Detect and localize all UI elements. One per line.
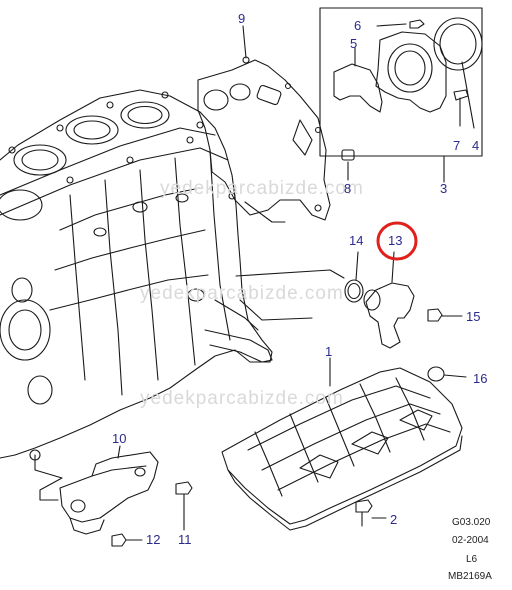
- watermark-text: yedekparcabizde.com: [140, 388, 344, 409]
- callout-1: 1: [325, 344, 333, 359]
- callout-6: 6: [354, 18, 362, 33]
- part-15-bolt: [427, 308, 463, 322]
- reference-code: G03.020: [452, 517, 491, 528]
- callout-14: 14: [349, 233, 364, 248]
- part-2-bolt: [355, 499, 387, 527]
- part-1-bedplate: [221, 357, 463, 531]
- watermark-text: yedekparcabizde.com: [140, 283, 344, 304]
- callout-9: 9: [238, 11, 246, 26]
- callout-2: 2: [390, 512, 398, 527]
- callout-12: 12: [146, 532, 161, 547]
- part-13-sensor: [363, 251, 415, 349]
- part-11-bolt: [175, 481, 193, 531]
- reference-engine: L6: [466, 554, 478, 565]
- part-16-plug: [427, 366, 467, 382]
- part-8-plug: [341, 149, 355, 181]
- callout-5: 5: [350, 36, 358, 51]
- callout-3: 3: [440, 181, 448, 196]
- watermark-text: yedekparcabizde.com: [160, 178, 364, 199]
- reference-date: 02-2004: [452, 535, 489, 546]
- callout-8: 8: [344, 181, 352, 196]
- highlight-ring-part-13: [376, 221, 418, 261]
- callout-7: 7: [453, 138, 461, 153]
- part-12-bolt: [111, 533, 143, 547]
- part-14-o-ring: [344, 251, 364, 303]
- callout-16: 16: [473, 371, 488, 386]
- callout-15: 15: [466, 309, 481, 324]
- part-3-seal-assembly-box: [319, 7, 483, 183]
- part-10-mount-bracket: [34, 445, 159, 535]
- callout-13: 13: [388, 233, 403, 248]
- part-9-cover-gasket: [197, 25, 331, 223]
- callout-4: 4: [472, 138, 480, 153]
- reference-drawing-id: MB2169A: [448, 571, 492, 582]
- callout-11: 11: [178, 532, 192, 547]
- callout-10: 10: [112, 431, 127, 446]
- engine-block: [0, 89, 273, 461]
